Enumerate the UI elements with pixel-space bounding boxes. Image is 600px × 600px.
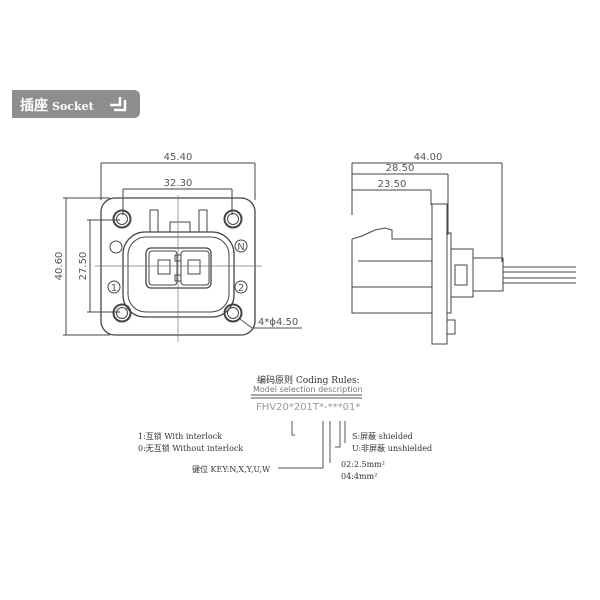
size-04: 04:4mm² — [341, 472, 378, 481]
banner-title: 插座 Socket — [20, 95, 94, 115]
label-2: 2 — [238, 283, 244, 294]
hole-note: 4*ϕ4.50 — [258, 317, 298, 328]
corner-arrow-icon — [110, 97, 127, 112]
shield-u: U:非屏蔽 unshielded — [352, 444, 433, 453]
size-02: 02:2.5mm² — [341, 460, 385, 469]
label-1: 1 — [111, 283, 117, 294]
side-view — [351, 162, 576, 345]
banner-title-en: Socket — [52, 100, 94, 113]
coding-leaders — [251, 394, 362, 469]
dim-mid: 28.50 — [386, 163, 415, 174]
dim-height-outer: 40.60 — [54, 252, 65, 281]
interlock-1: 1:互锁 With interlock — [138, 432, 223, 441]
interlock-0: 0:无互锁 Without interlock — [138, 444, 244, 453]
model-code: FHV20*201T*-***01* — [256, 402, 361, 413]
shield-s: S:屏蔽 shielded — [352, 432, 413, 441]
label-n: N — [237, 242, 244, 253]
dim-total: 44.00 — [414, 152, 443, 163]
key-options: 键位 KEY:N,X,Y,U,W — [192, 465, 271, 474]
banner-title-cn: 插座 — [20, 98, 48, 114]
dim-width-outer: 45.40 — [164, 152, 193, 163]
dim-width-inner: 32.30 — [164, 178, 193, 189]
dim-height-inner: 27.50 — [78, 252, 89, 281]
dim-short: 23.50 — [378, 179, 407, 190]
front-view — [63, 162, 302, 342]
section-banner: 插座 Socket — [12, 90, 140, 118]
coding-subtitle: Model selection description — [253, 385, 363, 394]
coding-title: 编码原则 Coding Rules: — [257, 376, 360, 386]
